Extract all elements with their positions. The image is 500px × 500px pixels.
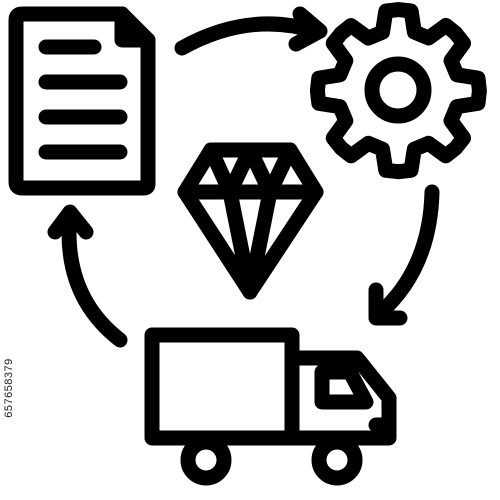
cycle-arrow-icon — [47, 6, 440, 348]
stock-id-text: 657658379 — [3, 358, 15, 418]
gear-icon — [309, 2, 487, 180]
arrowhead-right — [368, 282, 408, 326]
truck-icon — [144, 327, 397, 486]
arrow-right — [370, 184, 440, 323]
stock-id-watermark: 657658379 — [2, 338, 16, 438]
diamond-icon — [177, 142, 324, 300]
document-icon — [8, 6, 156, 196]
arrowhead-left — [47, 204, 94, 240]
arrow-top — [174, 16, 326, 56]
arrow-left — [61, 206, 128, 348]
arrowhead-top — [288, 6, 328, 52]
